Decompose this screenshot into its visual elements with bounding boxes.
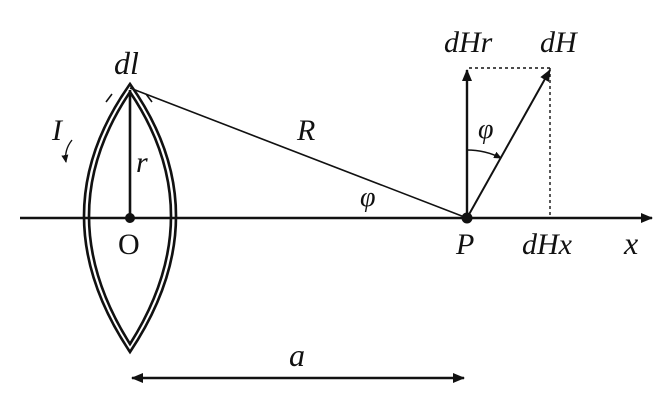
label-dl: dl (114, 45, 139, 81)
label-phi-vector: φ (478, 114, 494, 145)
label-dHx: dHx (522, 228, 573, 261)
dl-tick-left (105, 93, 113, 103)
label-R: R (296, 114, 315, 147)
label-O: O (118, 228, 140, 261)
label-dH: dH (540, 26, 579, 59)
label-phi-triangle: φ (360, 182, 376, 213)
label-x: x (623, 225, 638, 261)
point-O (125, 213, 135, 223)
current-loop-outer (82, 81, 178, 355)
point-P (461, 212, 473, 224)
label-dHr: dHr (444, 26, 493, 59)
angle-arc-vector (466, 149, 502, 159)
label-r: r (136, 146, 148, 179)
angle-arc-P (415, 200, 420, 218)
label-P: P (455, 228, 474, 261)
distance-R-line (129, 87, 468, 219)
dH-vector (466, 69, 551, 219)
current-loop-inner (87, 89, 173, 347)
current-direction-arrow (61, 139, 73, 163)
label-I: I (51, 114, 64, 147)
label-a: a (289, 337, 305, 373)
